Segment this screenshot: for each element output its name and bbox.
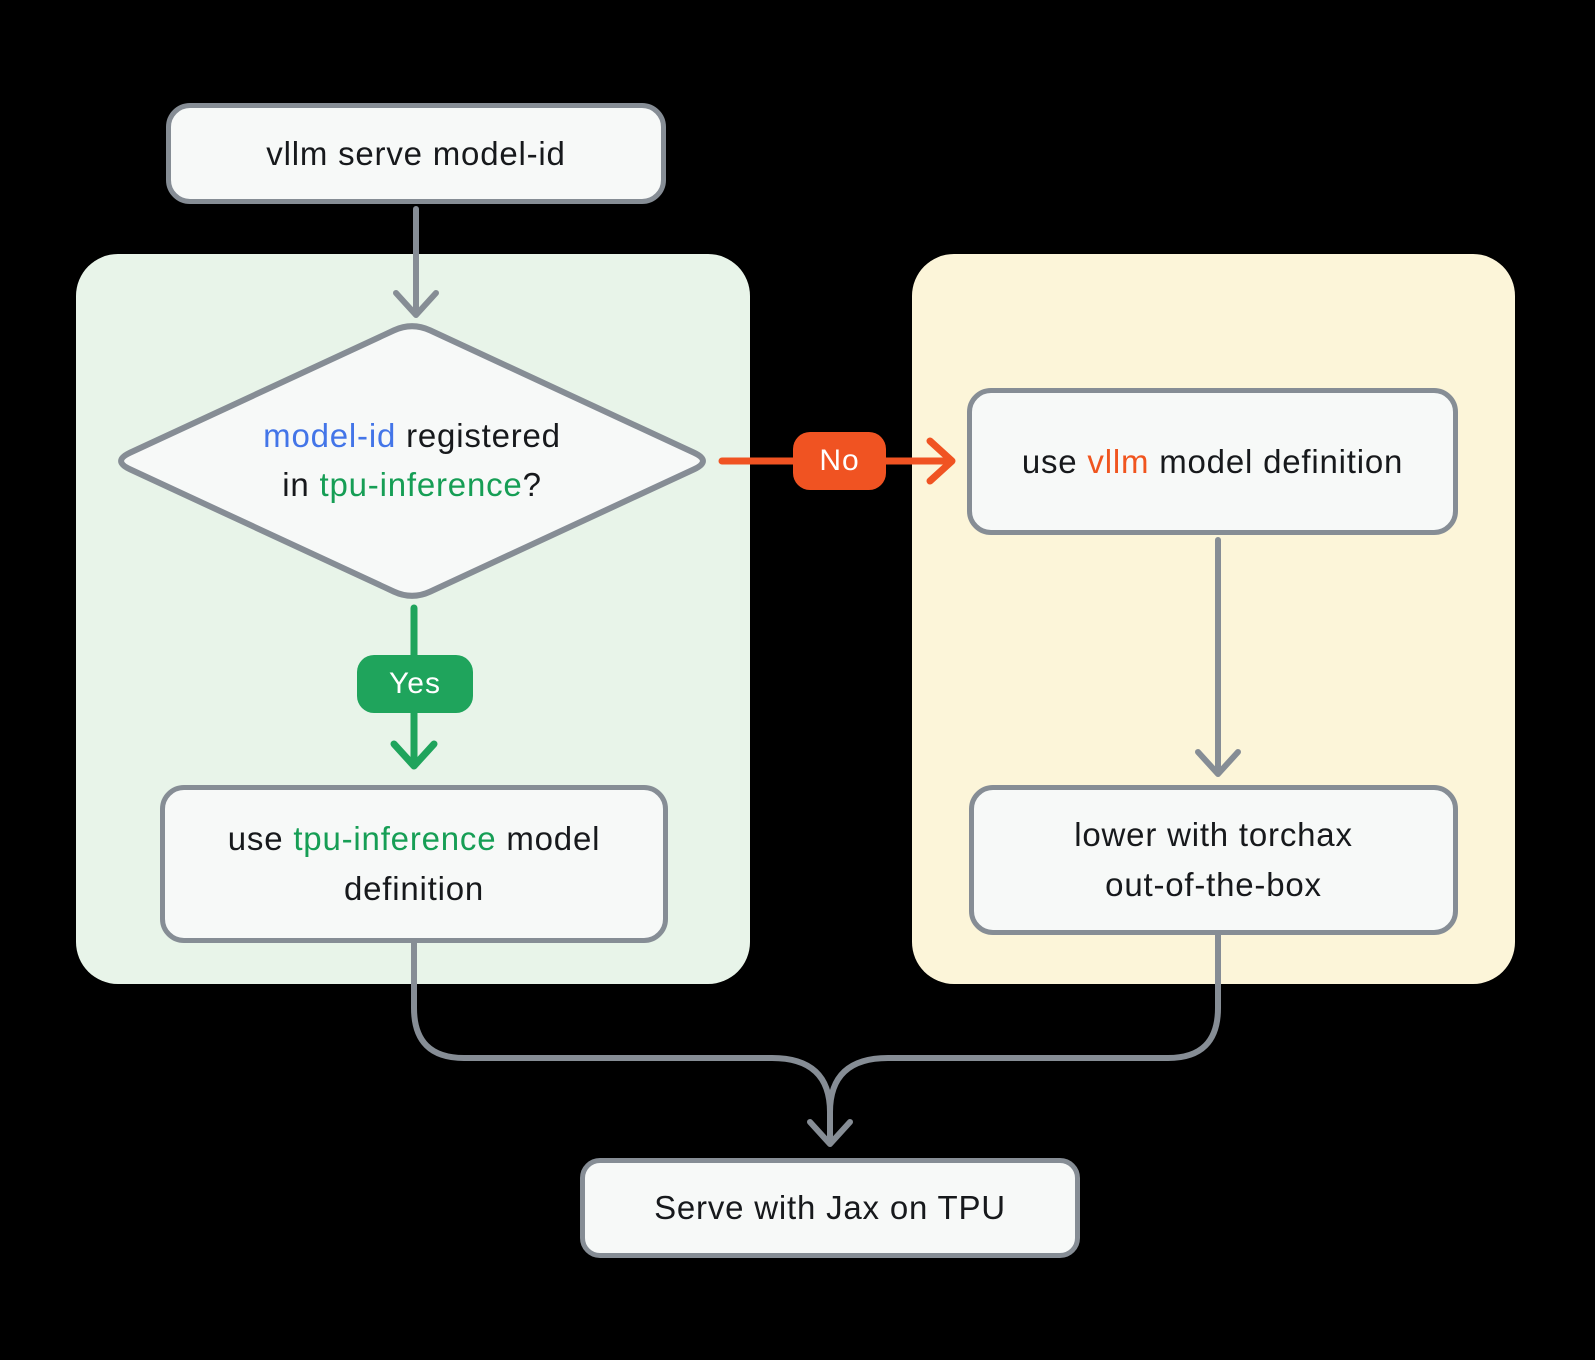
arrowhead-down-icon (393, 290, 439, 318)
node-use-vllm-label: use vllm model definition (1021, 442, 1404, 480)
decision-line1: model-id registered (263, 417, 561, 454)
tpu-inference-accent: tpu-inference (293, 820, 497, 857)
arrowhead-right-icon (926, 437, 956, 485)
edge-start-to-decision (393, 206, 439, 318)
decision-model-id: model-id (263, 417, 397, 454)
node-decision: model-id registered in tpu-inference? (162, 411, 662, 509)
edge-label-no: No (793, 432, 886, 490)
node-start: vllm serve model-id (166, 103, 666, 204)
vllm-accent: vllm (1087, 442, 1150, 480)
edge-merge-left (411, 940, 833, 1141)
decision-line2: in tpu-inference? (282, 466, 542, 503)
node-serve: Serve with Jax on TPU (580, 1158, 1080, 1258)
node-start-label: vllm serve model-id (266, 134, 566, 172)
node-lower-torchax-label: lower with torchax out-of-the-box (1074, 816, 1353, 903)
node-lower-torchax: lower with torchax out-of-the-box (969, 785, 1458, 935)
decision-diamond-shape (118, 323, 706, 599)
edge-label-yes: Yes (357, 655, 473, 713)
node-use-tpu-inference: use tpu-inference model definition (160, 785, 668, 943)
arrowhead-down-icon (807, 1119, 853, 1147)
node-use-tpu-inference-label: use tpu-inference model definition (227, 820, 601, 907)
node-serve-label: Serve with Jax on TPU (654, 1189, 1006, 1226)
decision-tpu-inference: tpu-inference (319, 466, 523, 503)
node-use-vllm: use vllm model definition (967, 388, 1458, 535)
edge-vllm-to-torchax (1195, 537, 1241, 777)
edge-merge (411, 930, 1221, 1147)
arrowhead-down-icon (1195, 749, 1241, 777)
arrowhead-down-icon (390, 740, 438, 770)
edge-merge-right (827, 930, 1221, 1115)
